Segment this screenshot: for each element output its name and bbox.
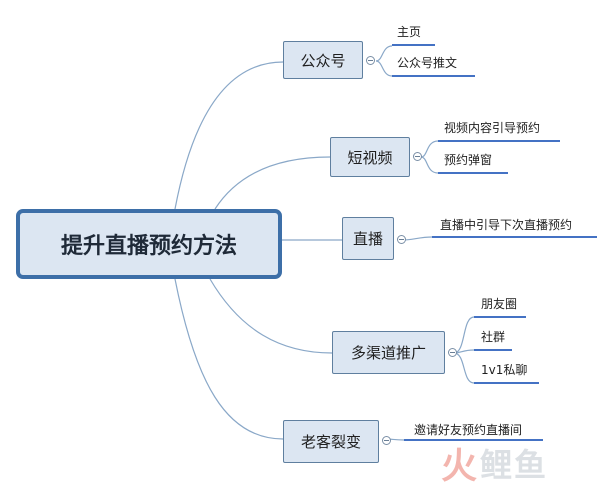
branch-duoqudao-tuiguang[interactable]: 多渠道推广 bbox=[332, 331, 445, 374]
branch-duanshipin[interactable]: 短视频 bbox=[330, 137, 410, 177]
branch-duanshipin-label: 短视频 bbox=[347, 148, 393, 167]
root-topic-label: 提升直播预约方法 bbox=[60, 234, 237, 259]
branch-gongzhonghao-label: 公众号 bbox=[300, 51, 346, 70]
branch-4-to-child-3-connector bbox=[453, 352, 475, 384]
branch-2-to-child-1-connector bbox=[420, 140, 439, 158]
root-to-branch-4-connector bbox=[209, 278, 333, 354]
leaf-shequn[interactable]: 社群 bbox=[481, 330, 506, 344]
branch-zhibo[interactable]: 直播 bbox=[342, 217, 394, 260]
root-to-branch-2-connector bbox=[214, 156, 331, 210]
branch-laoke-liebian-label: 老客裂变 bbox=[300, 433, 361, 451]
leaf-gongzhonghao-tuiwen[interactable]: 公众号推文 bbox=[397, 56, 458, 70]
leaf-pengyouquan[interactable]: 朋友圈 bbox=[481, 297, 518, 311]
collapse-toggle-laoke-liebian[interactable] bbox=[382, 436, 391, 445]
leaf-1v1-siliao[interactable]: 1v1私聊 bbox=[481, 363, 528, 377]
root-topic[interactable]: 提升直播预约方法 bbox=[16, 209, 282, 279]
watermark-logo-huo: 火 bbox=[441, 446, 478, 487]
leaf-yaoqing-haoyou-yuyue-zhibojian[interactable]: 邀请好友预约直播间 bbox=[414, 423, 523, 437]
collapse-toggle-zhibo[interactable] bbox=[397, 235, 406, 244]
watermark-logo-liyu: 鲤鱼 bbox=[480, 446, 549, 484]
collapse-toggle-duoqudao-tuiguang[interactable] bbox=[448, 348, 457, 357]
branch-3-to-child-1-connector bbox=[402, 236, 433, 241]
leaf-yuyue-tanchuang[interactable]: 预约弹窗 bbox=[444, 153, 493, 167]
branch-2-to-child-2-connector bbox=[420, 156, 439, 174]
collapse-toggle-duanshipin[interactable] bbox=[413, 152, 422, 161]
branch-laoke-liebian[interactable]: 老客裂变 bbox=[283, 420, 379, 463]
root-to-branch-5-connector bbox=[174, 278, 284, 440]
leaf-zhuye[interactable]: 主页 bbox=[397, 25, 422, 39]
branch-4-to-child-1-connector bbox=[453, 316, 475, 354]
leaf-shipin-neirong-yindao-yuyue[interactable]: 视频内容引导预约 bbox=[444, 121, 541, 135]
collapse-toggle-gongzhonghao[interactable] bbox=[366, 56, 375, 65]
branch-zhibo-label: 直播 bbox=[352, 230, 383, 248]
leaf-zhibo-yindao-xiaci-yuyue[interactable]: 直播中引导下次直播预约 bbox=[440, 218, 573, 232]
branch-1-to-child-1-connector bbox=[375, 45, 393, 62]
branch-1-to-child-2-connector bbox=[375, 60, 393, 77]
branch-gongzhonghao[interactable]: 公众号 bbox=[283, 41, 363, 79]
branch-duoqudao-tuiguang-label: 多渠道推广 bbox=[350, 344, 426, 362]
root-to-branch-1-connector bbox=[174, 61, 284, 210]
